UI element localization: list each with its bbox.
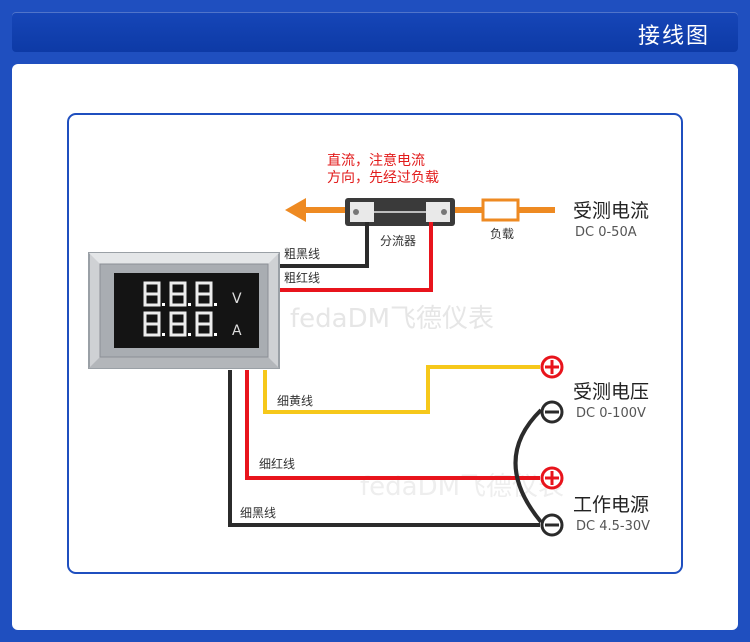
minus-terminal-icon <box>540 513 564 537</box>
diagram-frame <box>67 113 683 574</box>
thin-red-wire <box>245 370 540 480</box>
power-source-title: 工作电源 <box>573 494 649 516</box>
load-label: 负载 <box>490 227 514 241</box>
negative-bridge-wire <box>513 408 543 524</box>
plus-terminal-icon <box>540 355 564 379</box>
shunt-terminal-left <box>350 202 374 222</box>
shunt-label: 分流器 <box>380 234 416 248</box>
thick-black-wire <box>278 222 369 268</box>
arrow-head-icon <box>285 198 306 222</box>
thick-black-label: 粗黑线 <box>284 247 320 261</box>
plus-terminal-icon <box>540 466 564 490</box>
thick-red-label: 粗红线 <box>284 270 320 285</box>
warning-line-2: 方向，先经过负载 <box>327 170 439 186</box>
thick-red-wire <box>278 222 433 292</box>
voltage-source-spec: DC 0-100V <box>576 406 646 421</box>
panel-meter <box>88 252 280 369</box>
shunt-terminal-right <box>426 202 450 222</box>
thin-yellow-wire <box>263 365 540 414</box>
meter-unit-volt: V <box>232 291 242 307</box>
thin-black-label: 细黑线 <box>240 506 276 520</box>
watermark-1: fedaDM飞德仪表 <box>290 304 494 334</box>
thin-black-wire <box>228 370 540 527</box>
power-source-spec: DC 4.5-30V <box>576 519 650 534</box>
thin-yellow-label: 细黄线 <box>277 394 313 408</box>
thin-red-label: 细红线 <box>259 456 295 471</box>
shunt-screw-icon <box>441 209 447 215</box>
warning-line-1: 直流，注意电流 <box>327 152 425 169</box>
current-source-spec: DC 0-50A <box>575 225 637 240</box>
load-resistor <box>481 198 520 222</box>
current-source-title: 受测电流 <box>573 200 649 222</box>
header-bar: 接线图 <box>12 12 738 52</box>
shunt-screw-icon <box>353 209 359 215</box>
meter-unit-amp: A <box>232 323 242 339</box>
page-title: 接线图 <box>637 24 710 49</box>
minus-terminal-icon <box>540 400 564 424</box>
voltage-source-title: 受测电压 <box>573 381 649 403</box>
